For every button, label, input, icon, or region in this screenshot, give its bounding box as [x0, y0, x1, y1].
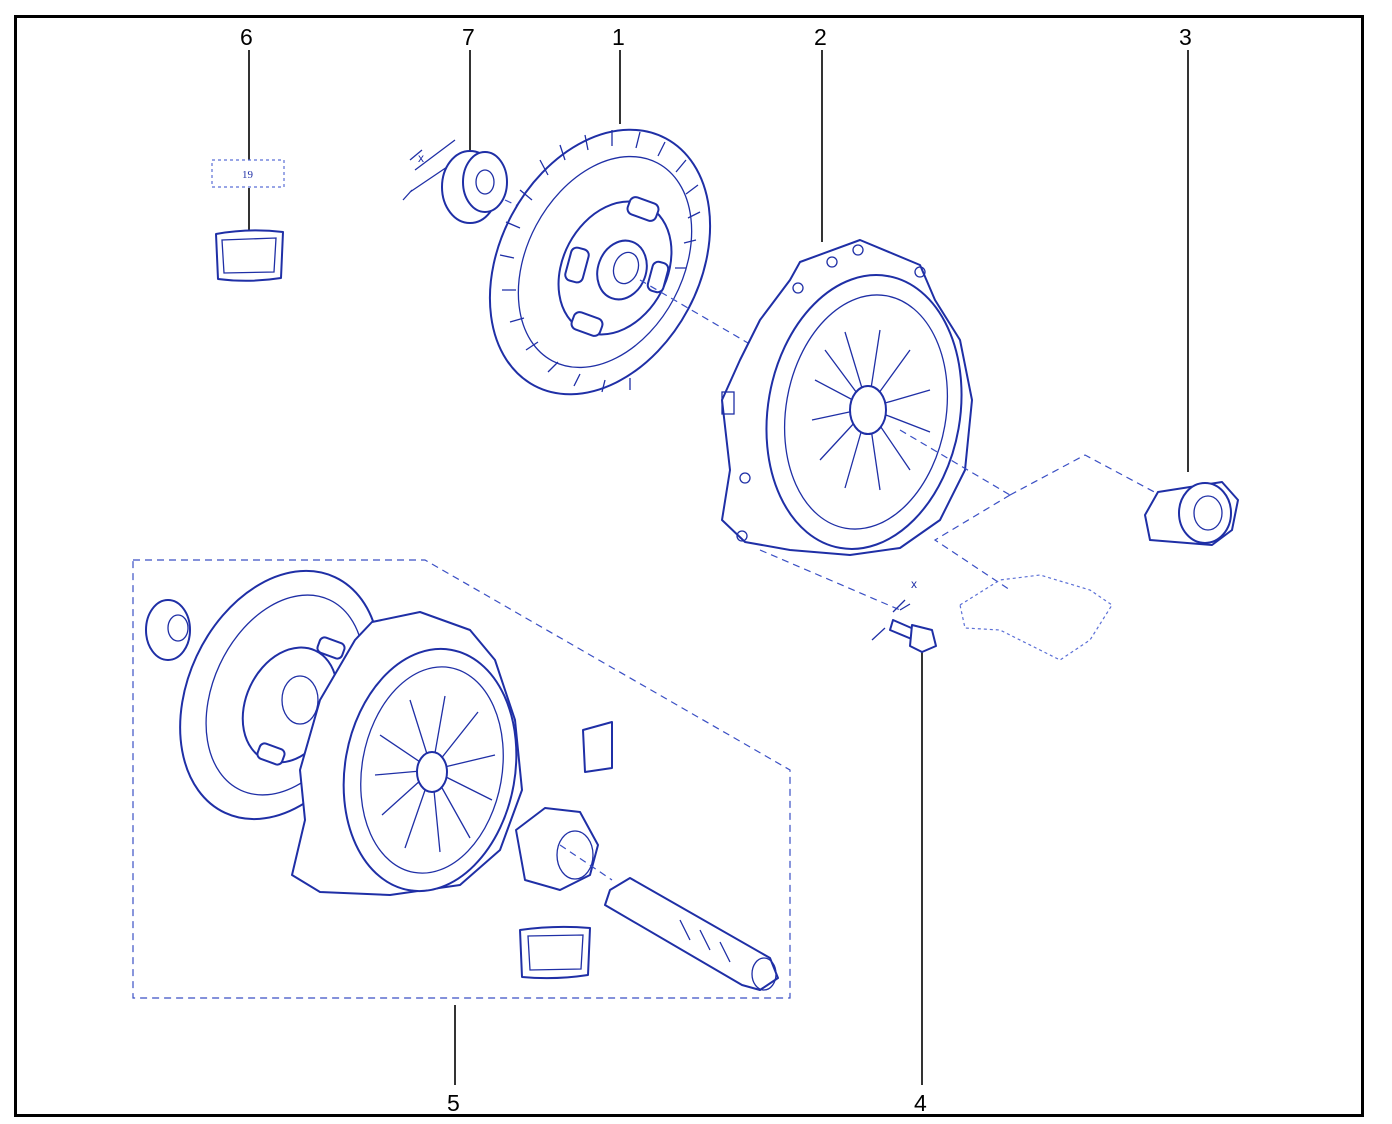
- part-4-bolt: x: [871, 577, 937, 653]
- pilot-bearing-bore: [475, 169, 495, 195]
- part-2-pressure-plate: [721, 239, 1161, 661]
- callout-7: 7: [462, 24, 475, 155]
- diaphragm-spring-fingers: [811, 329, 931, 491]
- clutch-kit-boundary: [132, 559, 791, 999]
- callout-4: 4: [914, 650, 927, 1116]
- torque-label: 19: [242, 169, 254, 181]
- diaphragm-spring-center: [849, 385, 887, 435]
- torque-label-box: [211, 159, 285, 188]
- dimension-mark-top: x: [418, 151, 424, 165]
- callout-2: 2: [814, 24, 827, 242]
- release-fork-ghost: [959, 574, 1113, 661]
- part-6-grease-packet: 19: [211, 159, 285, 282]
- callout-1-label: 1: [612, 24, 625, 50]
- damper-spring-3: [570, 311, 604, 337]
- damper-spring-1: [626, 196, 660, 222]
- callout-5: 5: [447, 1005, 460, 1116]
- dimension-x-mark-bolt: [871, 599, 911, 641]
- kit-grease-packet: [519, 925, 591, 980]
- callout-3: 3: [1179, 24, 1192, 472]
- damper-spring-4: [646, 260, 670, 294]
- bolt-head: [909, 624, 937, 653]
- part-5-clutch-kit: [132, 559, 791, 999]
- grease-packet-icon: [215, 229, 284, 282]
- clutch-disc-rivet-slots: [499, 130, 701, 393]
- callout-2-label: 2: [814, 24, 827, 50]
- damper-spring-2: [564, 246, 590, 284]
- part-7-pilot-bearing: x: [402, 139, 561, 226]
- dimension-mark-bolt: x: [911, 577, 917, 591]
- kit-instruction-leaflet: [582, 721, 613, 773]
- release-bearing-face: [1178, 482, 1232, 544]
- callout-5-label: 5: [447, 1090, 460, 1116]
- kit-alignment-shaft: [604, 877, 779, 991]
- callout-6-label: 6: [240, 24, 253, 50]
- dimension-x-mark-top: [402, 139, 456, 201]
- part-3-release-bearing: [1144, 481, 1239, 546]
- callout-3-label: 3: [1179, 24, 1192, 50]
- callout-1: 1: [612, 24, 625, 124]
- callout-6: 6: [240, 24, 253, 232]
- callout-4-label: 4: [914, 1090, 927, 1116]
- part-1-clutch-disc: [488, 128, 761, 396]
- callout-7-label: 7: [462, 24, 475, 50]
